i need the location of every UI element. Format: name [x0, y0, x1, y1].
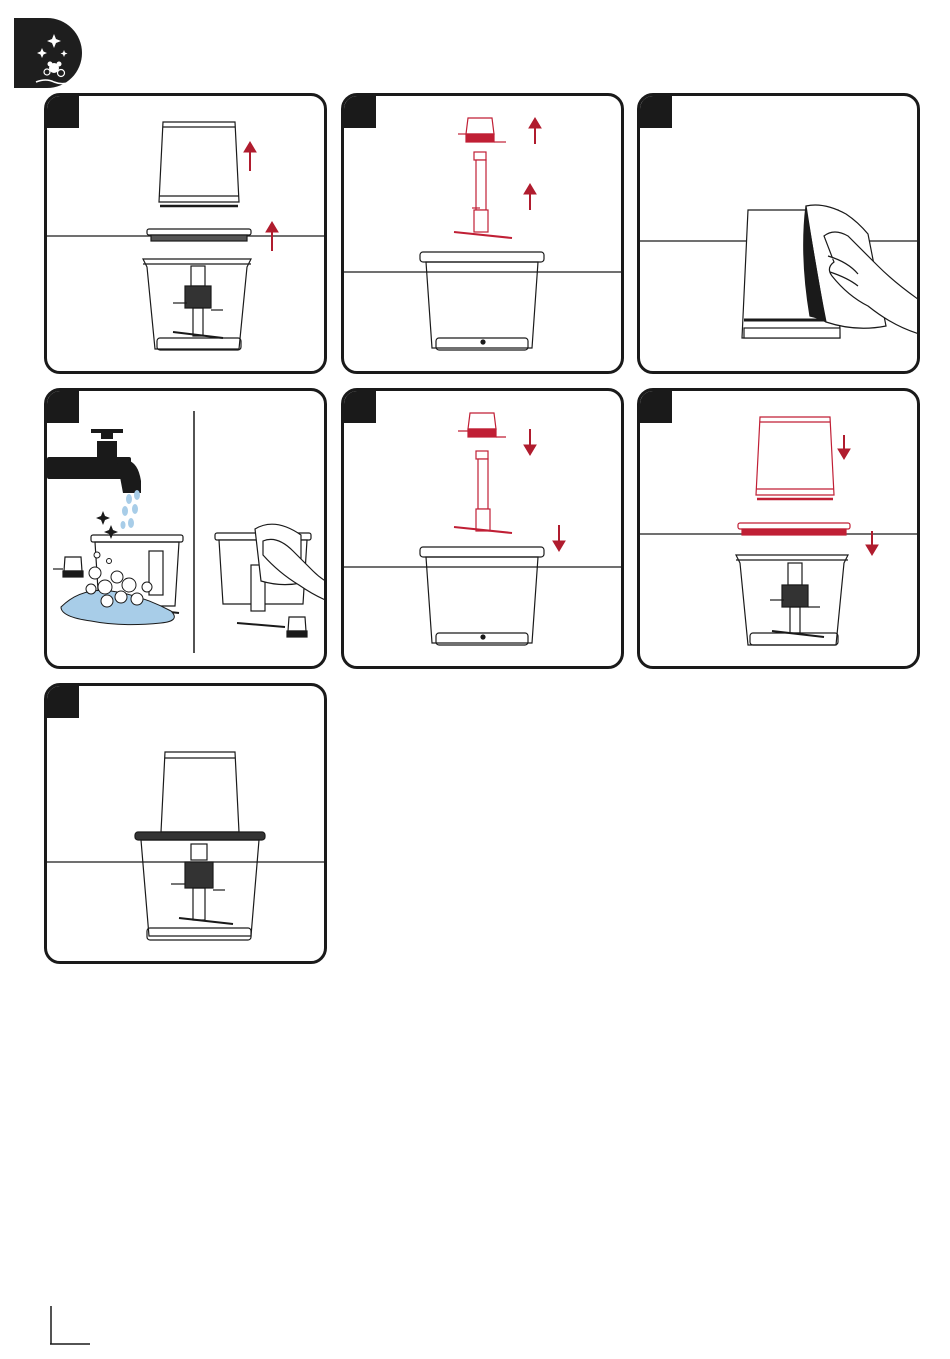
step-6-illustration — [640, 391, 920, 669]
down-arrow-icon — [838, 435, 878, 555]
bowl-icon — [420, 252, 544, 350]
step-1-panel — [44, 93, 327, 374]
step-4-panel — [44, 388, 327, 669]
step-7-illustration — [47, 686, 327, 964]
lid-icon — [738, 523, 850, 535]
blade-icon — [454, 451, 512, 533]
bowl-icon — [420, 547, 544, 645]
motor-unit-icon — [756, 417, 834, 499]
step-1-illustration — [47, 96, 327, 374]
step-2-illustration — [344, 96, 624, 374]
step-4-illustration — [47, 391, 327, 669]
step-6-panel — [637, 388, 920, 669]
step-3-panel — [637, 93, 920, 374]
chopper-icon — [135, 752, 265, 940]
down-arrow-icon — [524, 429, 565, 551]
step-7-panel — [44, 683, 327, 964]
cleaning-section-badge — [14, 18, 82, 88]
step-5-panel — [341, 388, 624, 669]
lid-icon — [147, 229, 251, 241]
bowl-icon — [143, 259, 251, 350]
blade-icon — [454, 152, 512, 238]
step-5-illustration — [344, 391, 624, 669]
coupling-icon — [53, 557, 83, 577]
bowl-icon — [736, 555, 848, 645]
cleaning-sparkle-icon — [14, 18, 94, 90]
page-corner-mark — [50, 1306, 92, 1348]
coupling-icon — [458, 118, 506, 142]
step-3-illustration — [640, 96, 920, 374]
coupling-icon — [458, 413, 506, 437]
motor-unit-icon — [159, 122, 239, 206]
up-arrow-icon — [524, 118, 541, 210]
step-2-panel — [341, 93, 624, 374]
faucet-icon — [47, 429, 141, 493]
water-icon — [121, 490, 141, 529]
